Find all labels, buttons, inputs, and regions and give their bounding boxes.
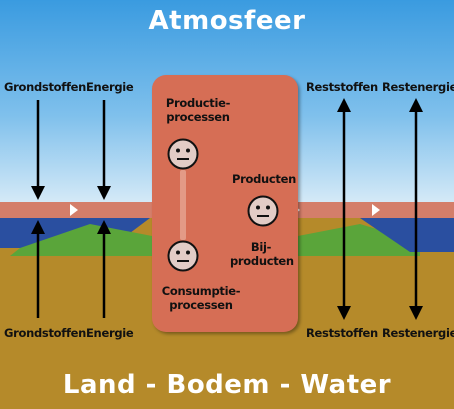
hill-left — [10, 224, 152, 256]
atmosphere-title: Atmosfeer — [148, 6, 306, 36]
consumptie-line2: processen — [169, 298, 233, 312]
reststoffen-bottom-label: Reststoffen — [306, 326, 378, 340]
restenergie-top-label: Restenergie — [382, 80, 454, 94]
neutral-face-icon — [247, 195, 279, 227]
productie-line2: processen — [166, 110, 230, 124]
reststoffen-top-label: Reststoffen — [306, 80, 378, 94]
productie-label: Productie- processen — [158, 96, 238, 124]
energie-top-label: Energie — [86, 80, 134, 94]
bijproducten-label: Bij- producten — [230, 240, 294, 268]
arrow-up-icon — [31, 220, 45, 318]
bij-line1: Bij- — [250, 240, 272, 254]
flow-chevron-icon — [372, 204, 380, 216]
energie-bottom-label: Energie — [86, 326, 134, 340]
arrow-up-icon — [97, 220, 111, 318]
restenergie-bottom-label: Restenergie — [382, 326, 454, 340]
bij-line2: producten — [230, 254, 294, 268]
ground-title: Land - Bodem - Water — [62, 370, 392, 400]
process-slider — [180, 170, 186, 240]
arrow-up-down-icon — [337, 98, 351, 320]
consumptie-label: Consumptie- processen — [156, 284, 246, 312]
neutral-face-icon — [167, 240, 199, 272]
producten-label: Producten — [232, 172, 297, 186]
arrow-up-down-icon — [409, 98, 423, 320]
arrow-down-icon — [97, 100, 111, 200]
water-right — [360, 218, 454, 252]
productie-line1: Productie- — [165, 96, 231, 110]
flow-chevron-icon — [70, 204, 78, 216]
grondstoffen-bottom-label: Grondstoffen — [4, 326, 87, 340]
grondstoffen-top-label: Grondstoffen — [4, 80, 87, 94]
hill-right — [298, 224, 420, 256]
consumptie-line1: Consumptie- — [161, 284, 241, 298]
neutral-face-icon — [167, 138, 199, 170]
arrow-down-icon — [31, 100, 45, 200]
